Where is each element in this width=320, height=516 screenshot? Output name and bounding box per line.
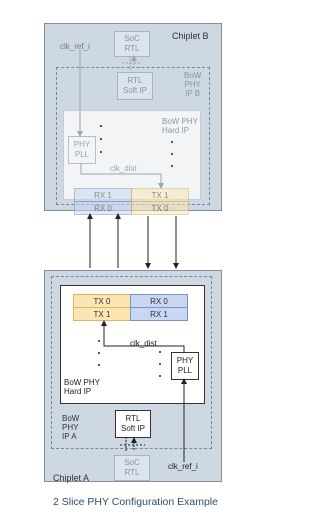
chiplet-a-soc-rtl-box: SoC RTL [114, 455, 150, 481]
dot [159, 351, 161, 353]
chiplet-b-rtl-soft-ip: RTL Soft IP [117, 72, 153, 100]
chiplet-b-clk-ref-label: clk_ref_i [60, 42, 90, 51]
chiplet-a-wires [101, 320, 187, 462]
chiplet-b-bow-ip-label: BoW PHY IP B [184, 71, 202, 98]
chiplet-b-clk-dist-label: clk_dist [110, 164, 137, 173]
dot [171, 165, 173, 167]
chiplet-a-bow-phy-ip [51, 276, 212, 449]
chiplet-b-tx0: TX 0 [131, 201, 189, 215]
dot [100, 125, 102, 127]
chiplet-b-title: Chiplet B [172, 31, 209, 41]
soc-label: SoC [124, 34, 140, 43]
chiplet-b-wires [77, 50, 164, 189]
chiplet-a-rx1: RX 1 [130, 307, 188, 321]
dot [98, 364, 100, 366]
chiplet-a-rx0: RX 0 [130, 294, 188, 308]
dot [159, 363, 161, 365]
chiplet-a-clk-dist-label: clk_dist [130, 339, 157, 348]
rtl-label: RTL [124, 44, 140, 53]
inter-chiplet-links [87, 213, 179, 269]
chiplet-a-title: Chiplet A [53, 473, 90, 483]
dot [159, 375, 161, 377]
chiplet-a-bow-ip-label: BoW PHY IP A [62, 414, 80, 441]
chiplet-a-hard-ip-label: BoW PHY Hard IP [64, 378, 101, 396]
chiplet-b-hard-ip-label: BoW PHY Hard IP [162, 117, 199, 135]
dot [98, 352, 100, 354]
chiplet-a-clk-ref-label: clk_ref_i [168, 462, 198, 471]
connection-wires [77, 50, 187, 462]
figure-caption: 2 Slice PHY Configuration Example [53, 496, 218, 508]
dot [171, 141, 173, 143]
dot [98, 340, 100, 342]
chiplet-a-rtl-soft-ip: RTL Soft IP [115, 410, 151, 438]
dot [171, 153, 173, 155]
chiplet-b-phy-pll: PHY PLL [68, 136, 96, 164]
dot [100, 151, 102, 153]
dot [100, 138, 102, 140]
